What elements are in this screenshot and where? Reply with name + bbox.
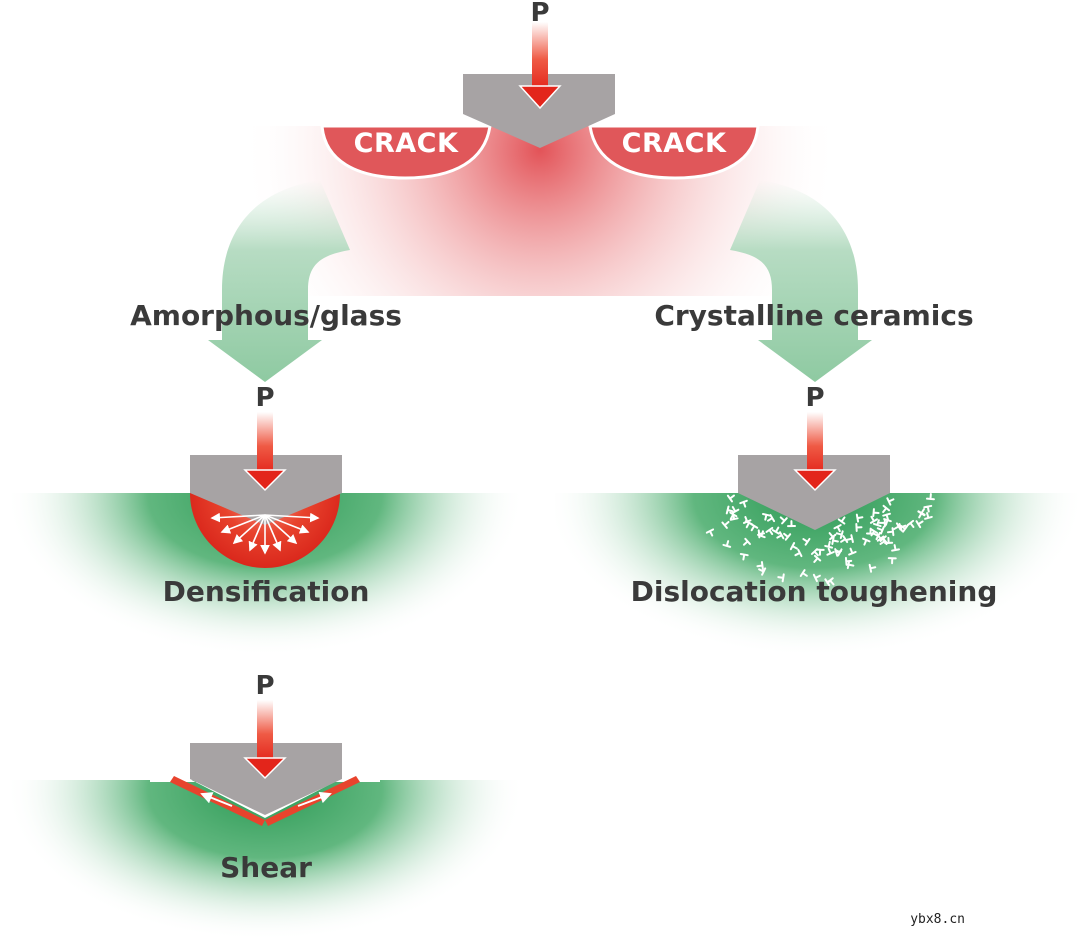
load-label-shear: P (255, 671, 275, 701)
dislocation-symbol (840, 535, 849, 544)
dislocation-symbol (835, 530, 844, 540)
dislocation-symbol (876, 533, 885, 542)
dislocation-symbol (855, 513, 864, 523)
indenter-top (463, 74, 615, 148)
dislocation-symbol (787, 520, 797, 528)
dislocation-symbol (783, 532, 792, 541)
dislocation-symbol (824, 540, 833, 549)
dislocation-symbol (756, 561, 764, 570)
dislocation-symbol (882, 512, 891, 521)
dislocation-symbol (891, 544, 900, 552)
load-arrow-shear (243, 700, 287, 780)
dislocation-symbol (925, 492, 935, 501)
crack-label-right: CRACK (621, 128, 727, 159)
dislocation-symbol (917, 510, 926, 519)
dislocation-symbol (906, 519, 915, 528)
dislocation-symbol (831, 536, 839, 545)
watermark: ybx8.cn (910, 912, 965, 927)
load-arrow-top (518, 22, 562, 110)
dislocation-symbol (833, 524, 842, 533)
indenter-dislocation (738, 455, 890, 530)
dislocation-symbol (893, 522, 902, 531)
load-arrow-densification (243, 412, 287, 492)
dislocation-symbol (766, 514, 776, 523)
branch-arrow-left (208, 180, 350, 382)
dislocation-symbol (705, 528, 715, 537)
dislocation-symbol (757, 530, 766, 539)
dislocation-symbol (729, 511, 738, 520)
dislocation-symbol (725, 505, 734, 515)
crack-zone-left (320, 124, 492, 180)
branch-label-crystalline: Crystalline ceramics (654, 299, 974, 332)
dislocation-symbol (739, 552, 749, 561)
dislocation-symbol (794, 548, 803, 558)
dislocation-symbol (731, 506, 740, 515)
shear-flow-arrows (200, 791, 332, 807)
dislocation-symbol (812, 573, 821, 583)
dislocation-symbol (777, 573, 785, 583)
dislocation-symbol (828, 532, 837, 541)
dislocation-symbol (742, 537, 751, 546)
dislocation-symbol (882, 504, 891, 513)
dislocation-symbol (870, 528, 879, 537)
dislocation-symbols (705, 492, 935, 587)
label-densification: Densification (162, 575, 370, 608)
dislocation-symbol (779, 516, 788, 525)
branch-label-amorphous: Amorphous/glass (130, 299, 402, 332)
dislocation-symbol (837, 516, 846, 525)
dislocation-symbol (924, 512, 933, 520)
dislocation-symbol (776, 531, 785, 540)
dislocation-symbol (886, 497, 895, 506)
dislocation-symbol (915, 520, 924, 529)
dislocation-symbol (834, 548, 843, 557)
dislocation-symbol (789, 542, 798, 551)
dislocation-symbol (879, 535, 888, 544)
dislocation-symbol (726, 494, 735, 503)
dislocation-symbol (824, 578, 833, 587)
dislocation-symbol (923, 504, 933, 513)
crack-zone-right (588, 124, 760, 180)
dislocation-symbol (887, 527, 895, 537)
dislocation-symbol (855, 522, 863, 532)
dislocation-symbol (869, 515, 878, 524)
dislocation-symbol (848, 547, 857, 556)
indenter-shear (190, 743, 342, 815)
dislocation-symbol (802, 537, 811, 546)
dislocation-symbol (876, 526, 885, 535)
densification-rays (210, 512, 320, 555)
dislocation-symbol (758, 567, 767, 576)
dislocation-symbol (887, 557, 897, 565)
dislocation-symbol (739, 499, 748, 508)
dislocation-symbol (771, 526, 780, 535)
dislocation-symbol (862, 537, 871, 546)
dislocation-symbol (846, 560, 855, 570)
dislocation-symbol (750, 523, 759, 532)
dislocation-symbol (826, 547, 835, 556)
dislocation-symbol (810, 548, 819, 557)
label-shear: Shear (220, 851, 312, 884)
dislocation-symbol (878, 518, 886, 528)
dislocation-symbol (799, 569, 808, 577)
dislocation-symbol (813, 554, 822, 563)
dislocation-symbol (761, 512, 771, 521)
dislocation-symbol (872, 508, 880, 518)
load-label-dislocation: P (805, 383, 825, 413)
branch-arrow-right (730, 180, 872, 382)
load-arrow-dislocation (793, 412, 837, 492)
load-label-top: P (530, 0, 550, 28)
load-label-densification: P (255, 383, 275, 413)
dislocation-symbol (765, 526, 774, 536)
dislocation-symbol (868, 563, 877, 573)
dislocation-symbol (846, 534, 854, 544)
dislocation-symbol (721, 520, 730, 529)
crack-label-left: CRACK (353, 128, 459, 159)
label-dislocation-toughening: Dislocation toughening (630, 575, 998, 608)
dislocation-symbol (872, 519, 882, 528)
dislocation-symbol (722, 540, 732, 548)
